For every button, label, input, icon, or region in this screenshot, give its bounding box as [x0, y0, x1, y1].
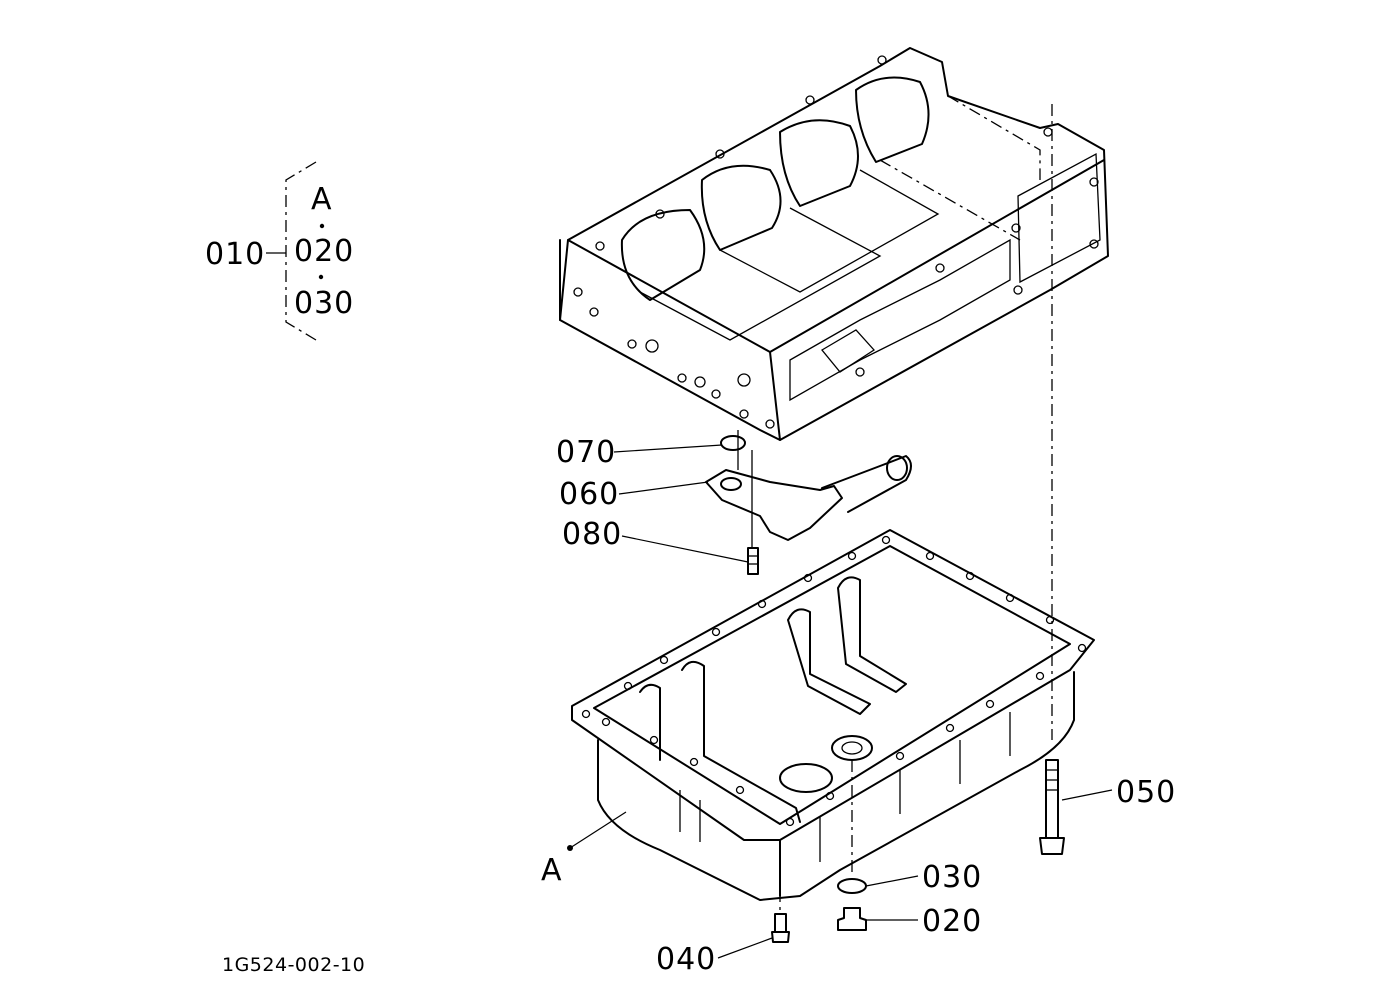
assembly-bracket — [285, 161, 317, 341]
callout-070: 070 — [556, 435, 616, 470]
leader-080 — [621, 535, 749, 563]
assembly-member-030: 030 — [294, 286, 354, 321]
callout-080: 080 — [562, 517, 622, 552]
bolt-040 — [771, 840, 790, 943]
callout-040: 040 — [656, 942, 716, 977]
bolt-080 — [747, 547, 759, 575]
leader-030 — [865, 875, 919, 887]
washer-030 — [837, 878, 867, 894]
callout-050: 050 — [1116, 775, 1176, 810]
drain-port — [831, 735, 873, 761]
callout-020: 020 — [922, 904, 982, 939]
crankcase-block — [559, 47, 1109, 441]
plug-020 — [837, 907, 867, 931]
assembly-member-020: 020 — [294, 234, 354, 269]
callout-030: 030 — [922, 860, 982, 895]
oil-pan — [571, 529, 1095, 901]
leader-a — [569, 811, 627, 849]
assembly-dot — [319, 223, 325, 229]
callout-a: A — [541, 853, 563, 888]
oil-strainer — [705, 430, 912, 575]
assembly-dot — [318, 274, 324, 280]
washer-070 — [720, 435, 746, 451]
leader-060 — [618, 481, 709, 495]
bolt-050 — [1039, 104, 1065, 855]
leader-070 — [613, 444, 723, 453]
leader-a-dot — [567, 845, 573, 851]
assembly-key: 010 A 020 030 — [205, 161, 354, 341]
drawing-code: 1G524-002-10 — [222, 954, 365, 976]
assembly-parent-label: 010 — [205, 237, 265, 272]
leader-040 — [717, 937, 773, 959]
callout-060: 060 — [559, 477, 619, 512]
assembly-member-a: A — [311, 182, 333, 217]
leader-050 — [1061, 789, 1113, 801]
